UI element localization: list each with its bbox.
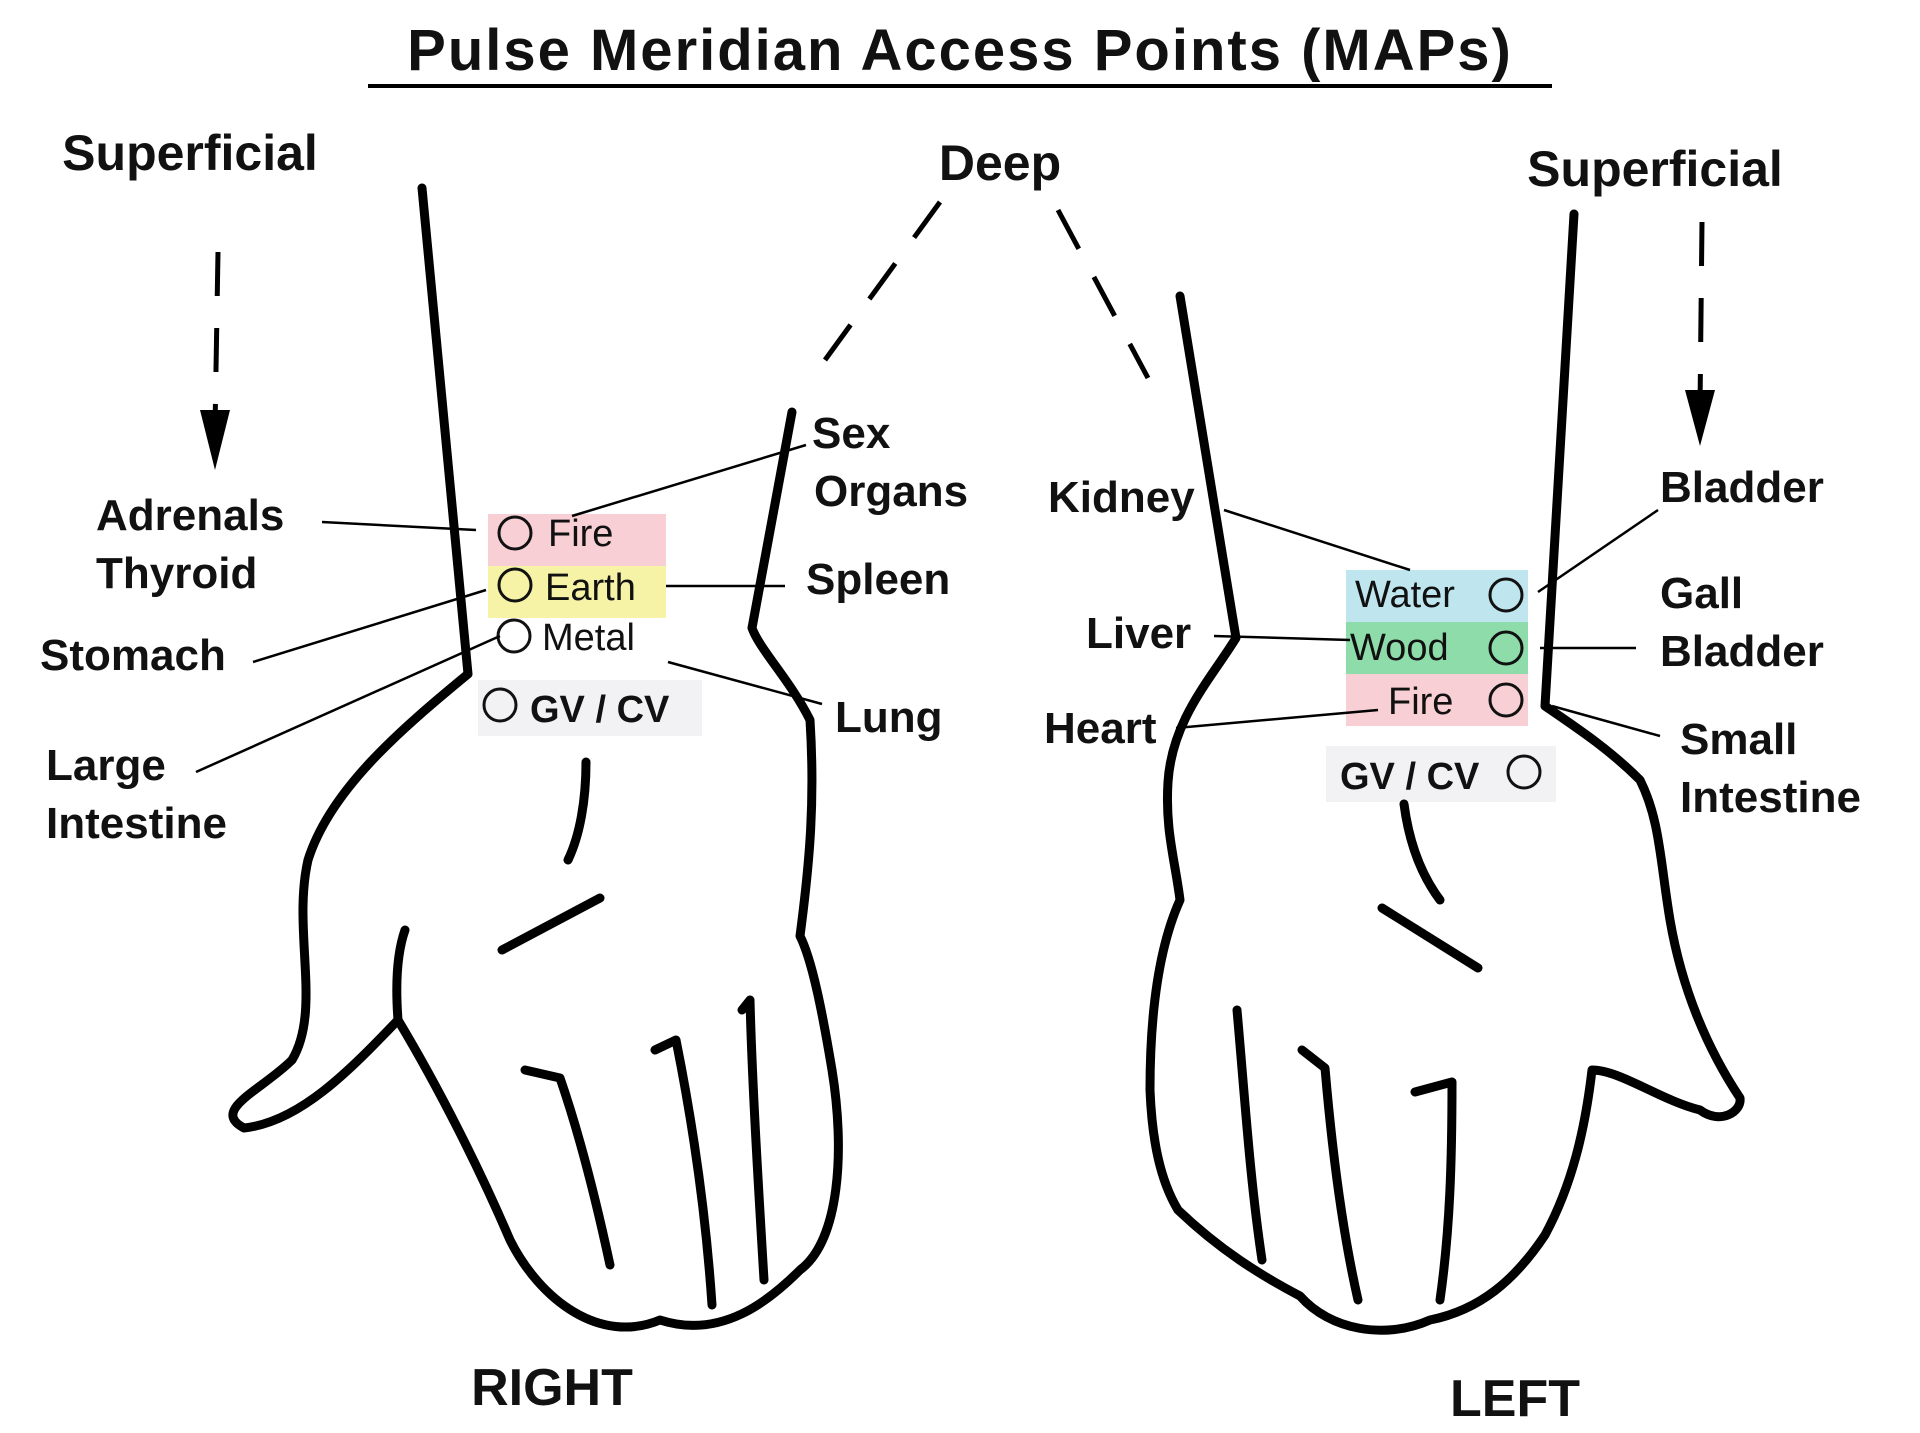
fire-label-left-hand: Fire xyxy=(1388,681,1453,723)
superficial-arrow-left-hand xyxy=(1685,221,1715,446)
gall-bladder-label: Bladder xyxy=(1660,627,1824,676)
superficial-label-left-hand: Superficial xyxy=(1527,141,1783,197)
leader-sex-organs xyxy=(571,443,807,518)
leader-stomach xyxy=(252,588,487,664)
metal-point-right-hand xyxy=(496,618,532,654)
fire-band-left-hand xyxy=(1346,674,1528,726)
fire-point-right-hand xyxy=(497,515,533,551)
small-label: Small xyxy=(1680,715,1797,764)
water-point-left-hand xyxy=(1488,577,1524,613)
fire-label-right-hand: Fire xyxy=(548,513,613,555)
leader-adrenals xyxy=(321,520,477,532)
leader-small-intestine xyxy=(1551,704,1661,738)
gvcv-label-left-hand: GV / CV xyxy=(1340,756,1480,798)
organs-label: Organs xyxy=(814,467,968,516)
deep-dash-left-hand xyxy=(1055,208,1151,380)
lung-label: Lung xyxy=(835,693,943,742)
large-label: Large xyxy=(46,741,166,790)
diagram-title: Pulse Meridian Access Points (MAPs) xyxy=(407,18,1513,83)
leader-large-intestine xyxy=(195,634,501,774)
earth-label-right-hand: Earth xyxy=(545,567,636,609)
wood-point-left-hand xyxy=(1488,630,1524,666)
left-hand-outline xyxy=(1145,209,1745,1335)
right-hand-outline xyxy=(228,183,843,1332)
earth-band-right-hand xyxy=(488,566,666,618)
leader-bladder xyxy=(1537,508,1659,594)
wood-band-left-hand xyxy=(1346,622,1528,674)
thyroid-label: Thyroid xyxy=(96,549,257,598)
heart-label: Heart xyxy=(1044,704,1157,753)
superficial-label-right-hand: Superficial xyxy=(62,125,318,181)
water-band-left-hand xyxy=(1346,570,1528,622)
intestine-label-left-hand: Intestine xyxy=(1680,773,1861,822)
deep-dash-right-hand xyxy=(822,200,943,362)
deep-label: Deep xyxy=(939,135,1061,191)
intestine-label-right-hand: Intestine xyxy=(46,799,227,848)
gvcv-point-left-hand xyxy=(1506,754,1542,790)
metal-label-right-hand: Metal xyxy=(542,617,635,659)
stomach-label: Stomach xyxy=(40,631,226,680)
right-hand-caption: RIGHT xyxy=(471,1359,633,1417)
superficial-arrow-right-hand xyxy=(200,251,230,470)
bladder-label: Bladder xyxy=(1660,463,1824,512)
gvcv-point-right-hand xyxy=(482,687,518,723)
leader-kidney xyxy=(1223,508,1411,572)
spleen-label: Spleen xyxy=(806,555,950,604)
wood-label-left-hand: Wood xyxy=(1350,627,1449,669)
left-hand-caption: LEFT xyxy=(1450,1370,1580,1428)
sex-label: Sex xyxy=(812,409,891,458)
leader-lung xyxy=(667,660,823,706)
liver-label: Liver xyxy=(1086,609,1191,658)
fire-point-left-hand xyxy=(1488,682,1524,718)
gvcv-band-left-hand xyxy=(1326,746,1556,802)
adrenals-label: Adrenals xyxy=(96,491,284,540)
leader-liver xyxy=(1213,634,1351,642)
gall-label: Gall xyxy=(1660,569,1743,618)
water-label-left-hand: Water xyxy=(1355,574,1455,616)
fire-band-right-hand xyxy=(488,514,666,566)
gvcv-label-right-hand: GV / CV xyxy=(530,689,670,731)
kidney-label: Kidney xyxy=(1048,473,1195,522)
leader-heart xyxy=(1175,708,1379,730)
earth-point-right-hand xyxy=(497,567,533,603)
